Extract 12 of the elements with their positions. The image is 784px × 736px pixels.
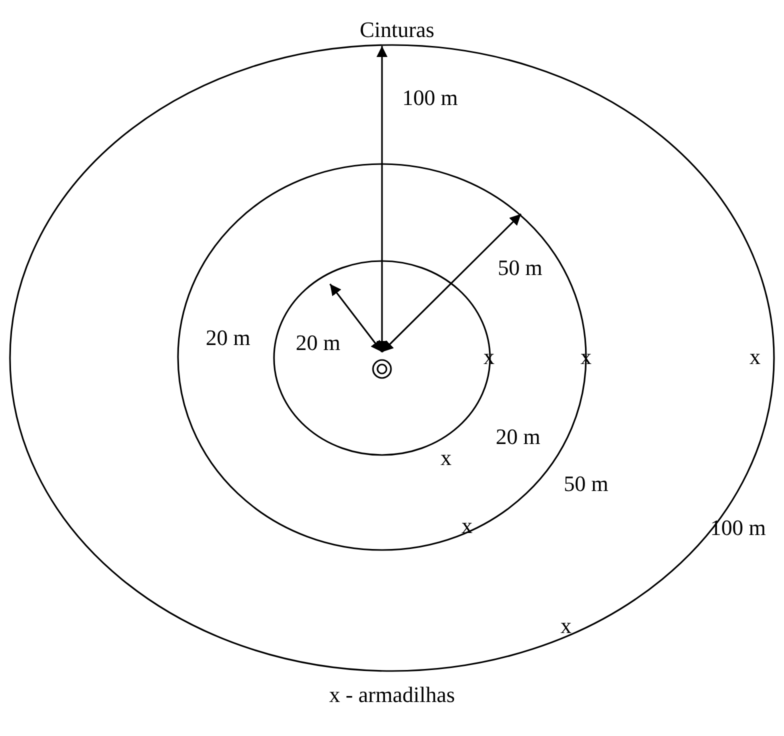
trap-mark: x bbox=[560, 615, 572, 637]
trap-mark: x bbox=[750, 346, 760, 368]
distance-label: 50 m bbox=[498, 257, 542, 279]
trap-mark: x bbox=[440, 447, 452, 469]
distance-label: 100 m bbox=[402, 87, 458, 109]
distance-label: 20 m bbox=[496, 426, 540, 448]
distance-label: 20 m bbox=[296, 332, 340, 354]
distance-label: 100 m bbox=[710, 517, 766, 539]
key-note: x - armadilhas bbox=[329, 684, 455, 706]
distance-label: 20 m bbox=[206, 327, 250, 349]
belt-title: Cinturas bbox=[360, 19, 434, 41]
distance-label: 50 m bbox=[564, 473, 608, 495]
